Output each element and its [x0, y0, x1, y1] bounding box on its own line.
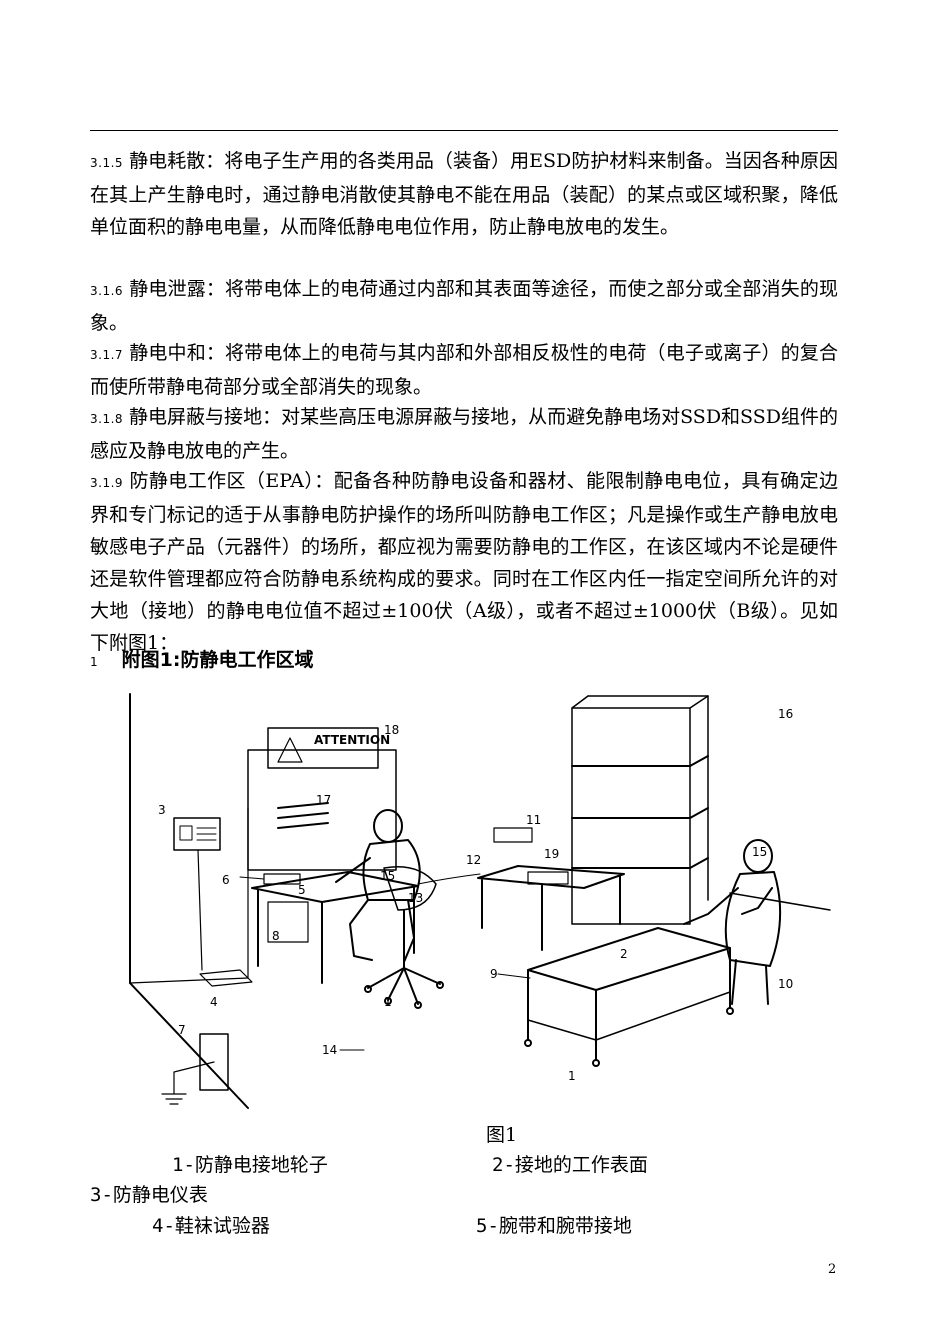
callout-label: 8 [272, 929, 280, 943]
section-number: 3.1.5 [90, 156, 124, 170]
section-text: 静电屏蔽与接地：对某些高压电源屏蔽与接地，从而避免静电场对SSD和SSD组件的感… [90, 406, 838, 462]
callout-label: 5 [298, 883, 306, 897]
callout-label: 7 [178, 1023, 186, 1037]
legend-item: 1-防静电接地轮子 [172, 1154, 328, 1176]
sign-text: ATTENTION [314, 733, 390, 747]
section-number: 3.1.7 [90, 348, 124, 362]
callout-label: 12 [466, 853, 481, 867]
section-number: 3.1.8 [90, 412, 124, 426]
callout-label: 14 [322, 1043, 337, 1057]
legend-item: 2-接地的工作表面 [492, 1154, 648, 1176]
callout-label: 17 [316, 793, 331, 807]
figure-heading-text: 附图1:防静电工作区域 [121, 649, 314, 671]
callout-label: 10 [778, 977, 793, 991]
callout-label: 4 [210, 995, 218, 1009]
section-text: 防静电工作区（EPA）：配备各种防静电设备和器材、能限制静电电位，具有确定边界和… [90, 470, 838, 654]
callout-label: 11 [526, 813, 541, 827]
esd-workstation-illustration: ATTENTION 18 16 3 17 11 15 12 19 6 5 15 … [129, 693, 831, 1109]
callout-label: 15 [752, 845, 767, 859]
section-text: 静电中和：将带电体上的电荷与其内部和外部相反极性的电荷（电子或离子）的复合而使所… [90, 342, 838, 398]
legend-item: 3-防静电仪表 [90, 1184, 208, 1206]
page-number: 2 [828, 1262, 837, 1277]
callout-label: 3 [158, 803, 166, 817]
callout-label: 13 [408, 891, 423, 905]
callout-label: 9 [490, 967, 498, 981]
figure-heading-number: 1 [90, 655, 98, 669]
callout-label: 15 [380, 869, 395, 883]
callout-label: 18 [384, 723, 399, 737]
legend-item: 5-腕带和腕带接地 [476, 1215, 632, 1237]
legend-item: 4-鞋袜试验器 [152, 1215, 270, 1237]
callout-label: 16 [778, 707, 793, 721]
callout-label: 2 [620, 947, 628, 961]
section-number: 3.1.9 [90, 476, 124, 490]
callout-label: 1 [568, 1069, 576, 1083]
section-text: 静电耗散：将电子生产用的各类用品（装备）用ESD防护材料来制备。当因各种原因在其… [90, 150, 838, 238]
section-number: 3.1.6 [90, 284, 124, 298]
figure-caption: 图1 [486, 1124, 518, 1146]
callout-label: 6 [222, 873, 230, 887]
figure-heading: 1 附图1:防静电工作区域 [90, 645, 313, 672]
section-text: 静电泄露：将带电体上的电荷通过内部和其表面等途径，而使之部分或全部消失的现象。 [90, 278, 838, 334]
callout-label: 19 [544, 847, 559, 861]
header-rule [90, 130, 838, 131]
callout-label: 1 [384, 995, 392, 1009]
